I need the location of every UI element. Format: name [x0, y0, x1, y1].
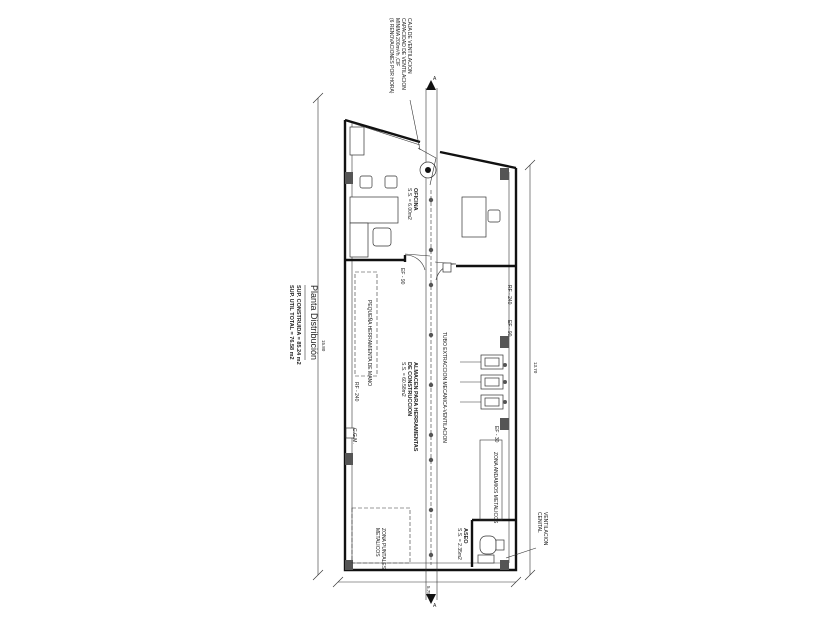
section-marker-top-label: A: [433, 76, 437, 82]
hand-tools-zone: [354, 271, 378, 377]
label-aseo: ASEO S.S. = 2.35m2: [456, 528, 468, 560]
cgm-box: [345, 427, 355, 439]
label-rf240-top: RF - 240: [506, 285, 512, 305]
ventilation-box: [409, 99, 437, 186]
svg-text:OFICINA: OFICINA: [412, 188, 418, 211]
svg-text:S.S. = 60.58m2: S.S. = 60.58m2: [400, 362, 406, 397]
ventilation-duct: [425, 88, 438, 600]
label-tubo: TUBO EXTRACCION MECANICA-VENTILACION: [441, 332, 447, 443]
svg-text:S.S. = 2.35m2: S.S. = 2.35m2: [456, 528, 462, 560]
svg-text:CENITAL: CENITAL: [536, 512, 542, 533]
sup-construida: SUP. CONSTRUIDA = 85.24 m2: [295, 285, 301, 365]
label-pequena-herramienta: PEQUEÑA HERRAMIENTA DE MANO: [366, 300, 373, 386]
svg-text:MINIMA 200m³/h ,CIF: MINIMA 200m³/h ,CIF: [394, 18, 400, 66]
svg-text:DE CONSTRUCCION: DE CONSTRUCCION: [406, 362, 412, 416]
section-marker-bottom-label: A: [433, 603, 437, 609]
label-andamios: ZONA ANDAMIOS METALICOS: [492, 452, 498, 524]
plan-title: Planta Distribución: [309, 285, 319, 360]
label-cgm: C.G.M.: [351, 428, 357, 444]
dimension-right-label: 13.70: [533, 362, 538, 374]
structural-columns: [345, 168, 509, 570]
label-ef90-right: EF - 90: [506, 320, 512, 337]
section-marker-top: A: [426, 76, 437, 90]
dimension-right: 13.70: [524, 159, 538, 581]
label-oficina: OFICINA S.S. = 6.00m2: [406, 188, 418, 220]
label-caja-ventilacion: CAJA DE VENTILACION CAPACIDAD DE VENTILA…: [388, 18, 412, 94]
dimension-bottom: 5.75: [332, 576, 522, 595]
label-ventilacion-cenital: VENTILACION CENITAL: [505, 512, 548, 559]
svg-text:VENTILACION: VENTILACION: [542, 512, 548, 546]
svg-text:S.S. = 6.00m2: S.S. = 6.00m2: [406, 188, 412, 220]
svg-text:CAJA DE VENTILACION: CAJA DE VENTILACION: [406, 18, 412, 74]
label-almacen: ALMACEN PARA HERRAMIENTAS DE CONSTRUCCIO…: [400, 362, 418, 452]
label-ef90-top: EF - 90: [399, 268, 405, 285]
label-rf240-left: RF - 240: [353, 382, 359, 402]
svg-text:ALMACEN PARA HERRAMIENTAS: ALMACEN PARA HERRAMIENTAS: [412, 362, 418, 452]
bathroom-fixtures: [477, 535, 505, 564]
svg-text:(6 RENOVACIONES POR HORA): (6 RENOVACIONES POR HORA): [388, 18, 394, 94]
svg-text:METALICOS: METALICOS: [374, 528, 380, 557]
sup-util: SUP. UTIL TOTAL = 76.58 m2: [288, 285, 294, 360]
plan-title-block: Planta Distribución SUP. CONSTRUIDA = 85…: [288, 285, 319, 365]
equipment-row: [460, 354, 507, 410]
scaffolding-zone: [479, 439, 503, 521]
dimension-bottom-label: 5.75: [426, 586, 431, 595]
props-zone: [351, 507, 411, 564]
office-furniture: [349, 126, 501, 273]
outer-walls: [343, 118, 518, 572]
dimension-left-label: 15.80: [321, 340, 326, 352]
section-marker-bottom: A: [426, 594, 437, 609]
svg-text:CAPACIDAD DE VENTILACION: CAPACIDAD DE VENTILACION: [400, 18, 406, 90]
label-puntales: ZONA PUNTALES METALICOS: [374, 528, 386, 570]
svg-text:ZONA PUNTALES: ZONA PUNTALES: [380, 528, 386, 570]
label-ef30: EF - 30: [493, 426, 499, 443]
svg-text:ASEO: ASEO: [462, 528, 468, 544]
dimension-left: 15.80: [312, 92, 326, 581]
